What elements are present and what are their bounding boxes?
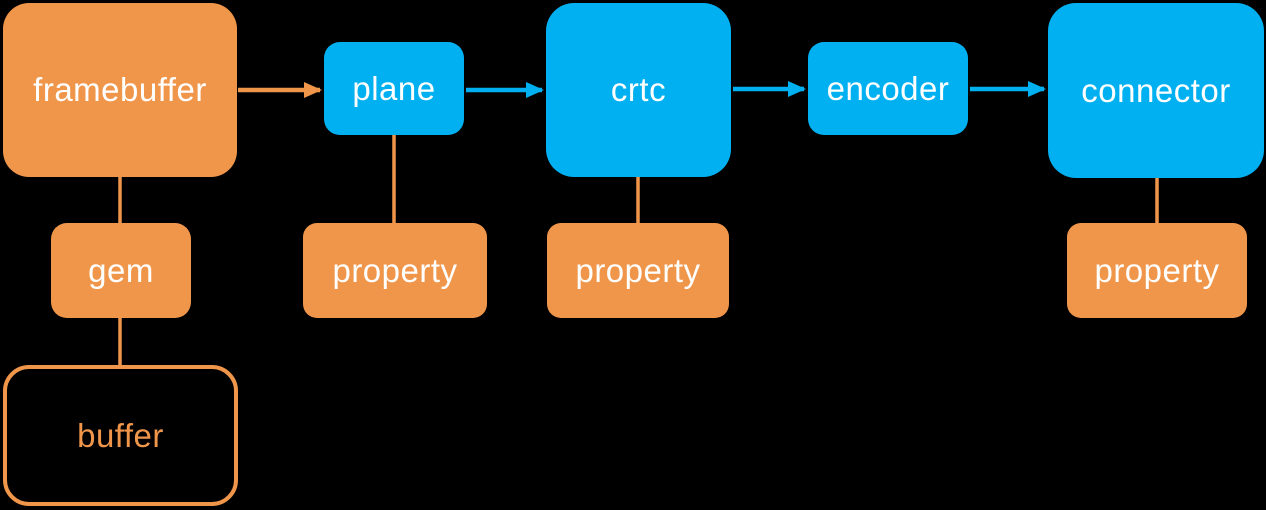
node-connector-property-label: property <box>1094 251 1220 289</box>
node-gem: gem <box>51 223 191 318</box>
node-crtc-label: crtc <box>610 71 667 108</box>
node-framebuffer-label: framebuffer <box>33 71 207 108</box>
node-connector-label: connector <box>1081 71 1231 109</box>
node-crtc-property: property <box>547 223 729 318</box>
node-connector: connector <box>1048 3 1264 178</box>
node-encoder-label: encoder <box>826 69 950 107</box>
node-crtc-property-label: property <box>575 251 701 289</box>
node-buffer-label: buffer <box>77 416 164 454</box>
node-connector-property: property <box>1067 223 1247 318</box>
node-framebuffer: framebuffer <box>3 3 237 177</box>
node-gem-label: gem <box>88 251 154 289</box>
node-buffer: buffer <box>3 365 238 506</box>
node-encoder: encoder <box>808 42 968 135</box>
node-plane-property: property <box>303 223 487 318</box>
node-plane: plane <box>324 42 464 135</box>
node-crtc: crtc <box>546 3 731 177</box>
node-plane-label: plane <box>352 69 436 107</box>
node-plane-property-label: property <box>332 251 458 289</box>
